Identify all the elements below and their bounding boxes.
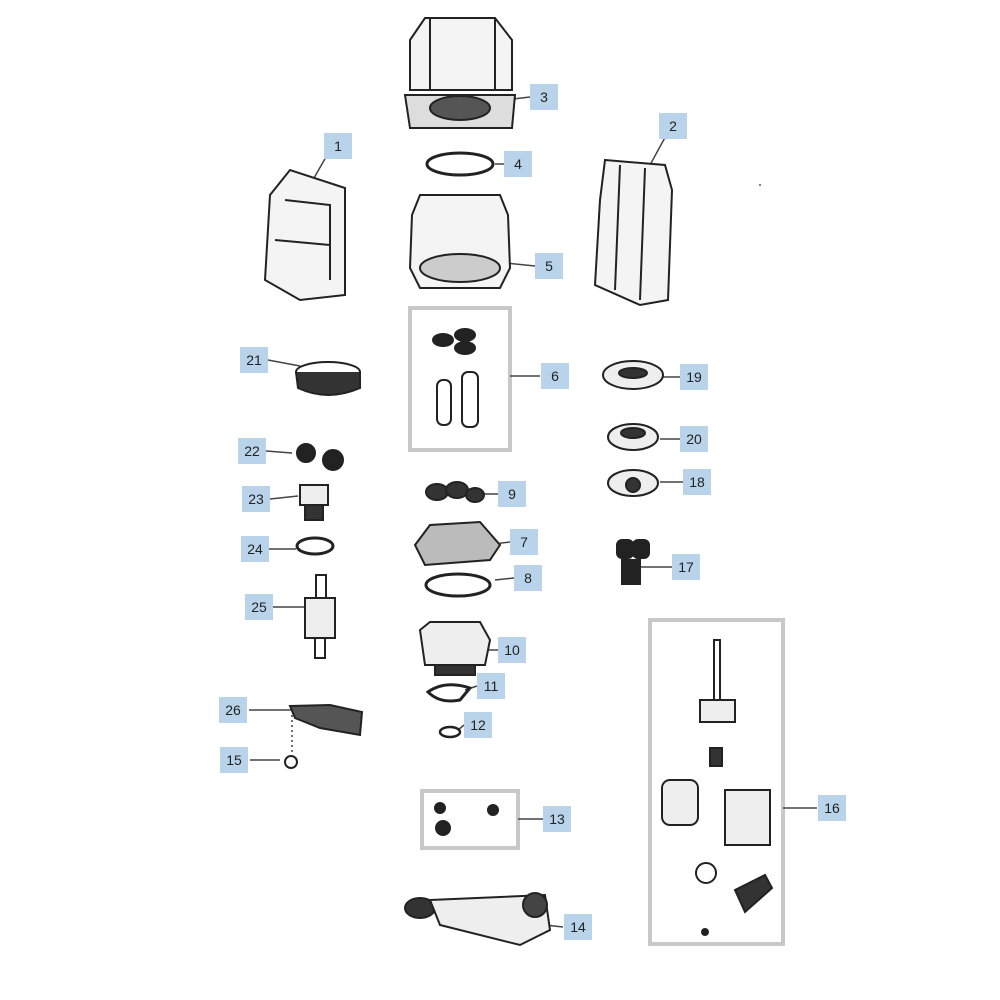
- callout-12: 12: [464, 712, 492, 738]
- group-box-13: [420, 789, 520, 850]
- part-23-valve: [299, 484, 329, 521]
- part-19-seal: [602, 360, 664, 390]
- part-15-oring: [284, 755, 298, 769]
- part-1-cover: [263, 168, 346, 302]
- part-4-oring: [425, 151, 495, 177]
- callout-11: 11: [477, 673, 505, 699]
- callout-21: 21: [240, 347, 268, 373]
- callout-16: 16: [818, 795, 846, 821]
- callout-25: 25: [245, 594, 273, 620]
- part-12-oring: [438, 725, 462, 739]
- part-14-manifold: [404, 892, 552, 947]
- callout-20: 20: [680, 426, 708, 452]
- part-11-gasket: [425, 683, 473, 703]
- callout-4: 4: [504, 151, 532, 177]
- part-5-housing: [408, 194, 512, 289]
- part-13-parts: [434, 802, 499, 836]
- part-26-sensor: [288, 703, 364, 737]
- part-24-oring: [295, 536, 335, 556]
- part-20-seal: [607, 423, 659, 451]
- callout-19: 19: [680, 364, 708, 390]
- part-17-cap: [616, 539, 650, 585]
- part-22-seals: [296, 443, 344, 471]
- group-box-16: [648, 618, 785, 946]
- part-7-plate: [413, 520, 502, 567]
- part-25-valve: [304, 574, 336, 659]
- part-9-valves: [425, 481, 485, 503]
- callout-22: 22: [238, 438, 266, 464]
- part-2-cover: [593, 158, 674, 307]
- callout-8: 8: [514, 565, 542, 591]
- callout-1: 1: [324, 133, 352, 159]
- callout-7: 7: [510, 529, 538, 555]
- callout-6: 6: [541, 363, 569, 389]
- callout-17: 17: [672, 554, 700, 580]
- callout-14: 14: [564, 914, 592, 940]
- callout-10: 10: [498, 637, 526, 663]
- callout-23: 23: [242, 486, 270, 512]
- callout-24: 24: [241, 536, 269, 562]
- part-16-kit: [661, 639, 774, 936]
- group-box-6: [408, 306, 512, 452]
- part-3-motor: [403, 17, 517, 129]
- callout-2: 2: [659, 113, 687, 139]
- callout-5: 5: [535, 253, 563, 279]
- part-10-head: [418, 621, 492, 676]
- callout-26: 26: [219, 697, 247, 723]
- callout-15: 15: [220, 747, 248, 773]
- part-6-kit: [432, 328, 479, 428]
- part-18-seal: [607, 469, 659, 497]
- callout-18: 18: [683, 469, 711, 495]
- callout-13: 13: [543, 806, 571, 832]
- part-8-oring: [424, 572, 492, 598]
- callout-9: 9: [498, 481, 526, 507]
- part-21-ring: [295, 361, 361, 396]
- callout-3: 3: [530, 84, 558, 110]
